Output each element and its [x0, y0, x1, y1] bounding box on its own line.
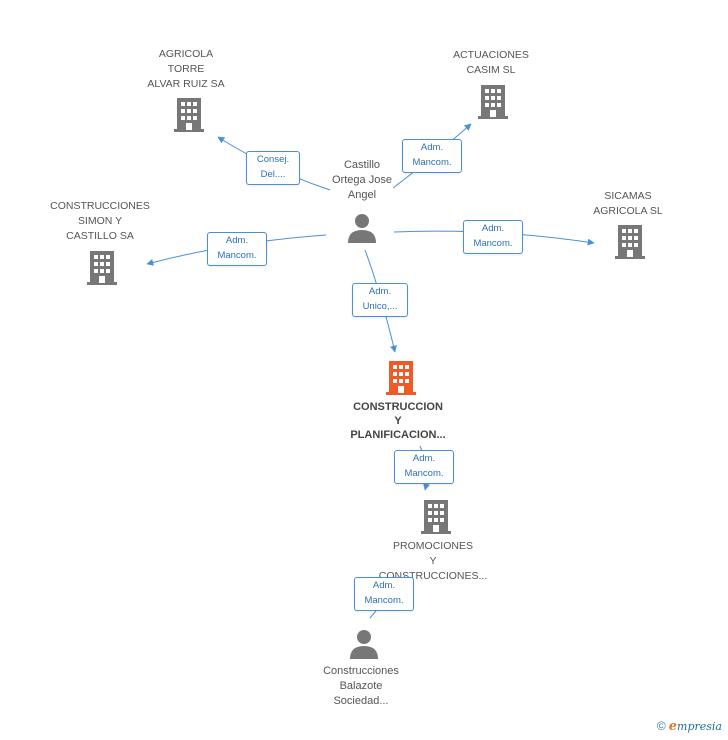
- person-icon[interactable]: [349, 629, 379, 659]
- brand-footer[interactable]: ©empresia: [657, 719, 722, 734]
- edge-label-sicamas[interactable]: Adm. Mancom.: [463, 220, 523, 254]
- building-icon[interactable]: [478, 85, 508, 119]
- brand-logo-e: e: [668, 719, 678, 734]
- node-label-actuaciones[interactable]: ACTUACIONES CASIM SL: [453, 49, 529, 76]
- edge-label-balazote[interactable]: Adm. Mancom.: [354, 577, 414, 611]
- building-icon[interactable]: [421, 500, 451, 534]
- building-icon[interactable]: [87, 251, 117, 285]
- node-label-balazote[interactable]: Construcciones Balazote Sociedad...: [323, 665, 399, 707]
- edge-label-unico[interactable]: Adm. Unico,...: [352, 283, 408, 317]
- edge-label-consej[interactable]: Consej. Del....: [246, 151, 300, 185]
- building-icon[interactable]: [615, 225, 645, 259]
- node-label-agricola[interactable]: AGRICOLA TORRE ALVAR RUIZ SA: [147, 48, 225, 90]
- building-icon-main[interactable]: [385, 361, 417, 395]
- building-icon[interactable]: [174, 98, 204, 132]
- edge-label-actuaciones[interactable]: Adm. Mancom.: [402, 139, 462, 173]
- brand-logo-text: mpresia: [677, 720, 722, 733]
- node-label-sicamas[interactable]: SICAMAS AGRICOLA SL: [593, 190, 663, 217]
- node-label-main[interactable]: CONSTRUCCION Y PLANIFICACION...: [350, 401, 446, 441]
- edge-label-promociones[interactable]: Adm. Mancom.: [394, 450, 454, 484]
- person-icon[interactable]: [347, 213, 377, 243]
- edge-label-simon[interactable]: Adm. Mancom.: [207, 232, 267, 266]
- node-label-castillo[interactable]: Castillo Ortega Jose Angel: [332, 159, 392, 201]
- node-label-simon[interactable]: CONSTRUCCIONES SIMON Y CASTILLO SA: [50, 200, 150, 242]
- copyright-symbol: ©: [656, 719, 666, 733]
